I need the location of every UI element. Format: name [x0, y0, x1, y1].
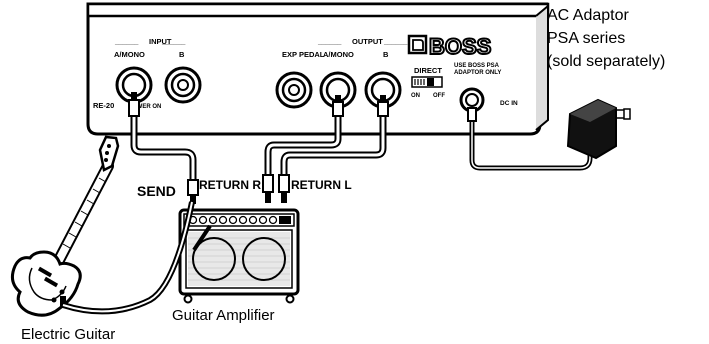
- return-r-cable: [264, 111, 342, 180]
- output-a-label: A/MONO: [323, 50, 354, 59]
- return-r-label: RETURN R: [199, 178, 261, 192]
- ac-adaptor: [566, 98, 631, 160]
- send-plug-amp: [187, 179, 199, 204]
- guitar-amplifier: [178, 208, 300, 304]
- input-a-jack[interactable]: [115, 66, 153, 104]
- direct-label: DIRECT: [414, 66, 442, 75]
- send-cable: [130, 111, 197, 186]
- dc-in-label: DC IN: [500, 100, 518, 107]
- input-group-rule-left: ______: [114, 39, 138, 46]
- send-plug: [128, 92, 140, 117]
- direct-on-label: ON: [411, 93, 420, 99]
- brand-name: BOSS: [429, 34, 491, 59]
- output-group-rule-left: ______: [317, 39, 341, 46]
- output-group-label: OUTPUT: [352, 37, 383, 46]
- ac-adaptor-label-line3: (sold separately): [547, 53, 665, 70]
- output-a-jack[interactable]: [319, 71, 357, 109]
- input-b-jack[interactable]: [164, 66, 202, 104]
- output-b-label: B: [383, 50, 389, 59]
- return-r-plug-top: [332, 95, 344, 117]
- guitar-amplifier-label: Guitar Amplifier: [172, 307, 275, 324]
- model-label: RE-20: [93, 101, 114, 110]
- return-l-label: RETURN L: [291, 178, 352, 192]
- input-group-rule-right: ______: [161, 39, 185, 46]
- return-r-plug-amp: [262, 174, 274, 203]
- return-l-plug-amp: [278, 174, 290, 203]
- electric-guitar: [10, 135, 120, 317]
- adaptor-note-line1: USE BOSS PSA: [454, 63, 500, 69]
- amp-speaker-right: [242, 237, 286, 281]
- amp-knobs: [188, 215, 278, 225]
- power-on-label: POWER ON: [128, 104, 161, 110]
- exp-pedal-label: EXP PEDAL: [282, 50, 325, 59]
- send-label: SEND: [137, 183, 176, 199]
- electric-guitar-label: Electric Guitar: [21, 326, 115, 343]
- output-group-rule-right: ______: [383, 39, 407, 46]
- input-b-label: B: [179, 50, 185, 59]
- return-l-plug-top: [377, 95, 389, 117]
- return-l-cable: [280, 111, 387, 180]
- pedal-unit: [86, 2, 550, 136]
- input-a-label: A/MONO: [114, 50, 145, 59]
- direct-off-label: OFF: [433, 93, 445, 99]
- boss-logo: BOSS: [407, 33, 492, 60]
- adaptor-cable: [469, 117, 593, 171]
- exp-pedal-jack[interactable]: [275, 71, 313, 109]
- ac-adaptor-label-line1: AC Adaptor: [547, 7, 630, 24]
- dc-plug: [467, 107, 477, 122]
- adaptor-note-line2: ADAPTOR ONLY: [454, 70, 501, 76]
- amp-speaker-left: [192, 237, 236, 281]
- output-b-jack[interactable]: [364, 71, 402, 109]
- input-group-label: INPUT: [149, 37, 172, 46]
- ac-adaptor-label-line2: PSA series: [547, 30, 625, 47]
